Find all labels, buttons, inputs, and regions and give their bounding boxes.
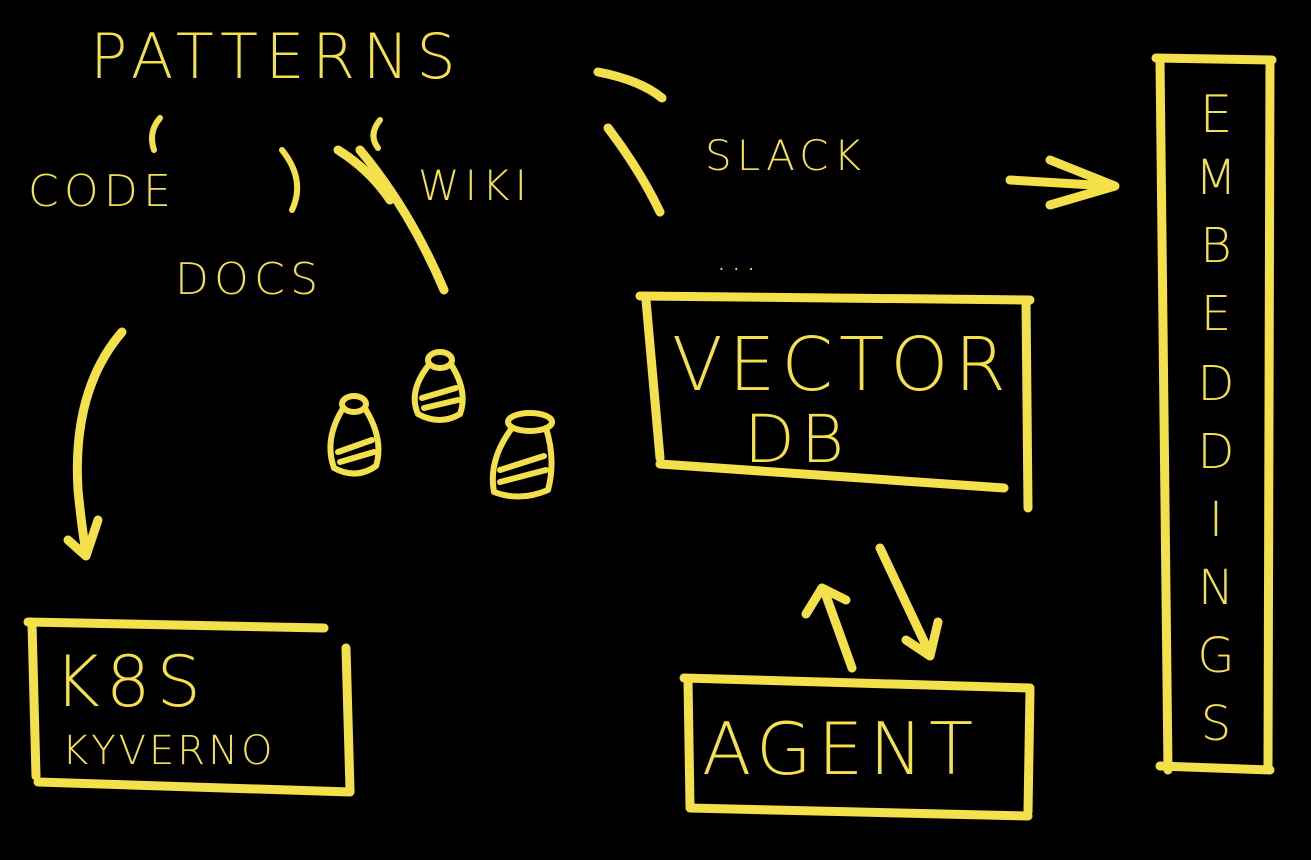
embeddings-letter-1: E xyxy=(1200,85,1233,145)
light-bulb-icon xyxy=(411,349,466,423)
embeddings-letter-7: I xyxy=(1209,492,1223,548)
slack-label: SLACK xyxy=(705,131,866,180)
embeddings-letter-4: E xyxy=(1201,286,1231,342)
light-bulb-icon xyxy=(489,410,555,500)
separator-slash-2 xyxy=(355,145,449,295)
k8s-label: K8S xyxy=(54,641,207,723)
code-label: CODE xyxy=(28,166,176,217)
light-bulb-icon xyxy=(327,393,382,477)
paren-open-code xyxy=(149,115,163,153)
arrow-to-embeddings xyxy=(1005,155,1120,210)
embeddings-box: E M B E D D I N G S xyxy=(1151,53,1277,775)
paren-close-code xyxy=(279,147,301,213)
embeddings-letter-3: B xyxy=(1200,218,1231,274)
separator-slash-1 xyxy=(333,145,395,205)
agent-box: AGENT xyxy=(679,673,1035,821)
embeddings-letter-8: N xyxy=(1198,560,1234,616)
vector-db-line2: DB xyxy=(744,401,850,478)
bidirectional-arrows xyxy=(801,543,943,673)
k8s-box: K8S KYVERNO xyxy=(23,617,355,797)
embeddings-letter-9: G xyxy=(1197,628,1234,684)
sources-group: PATTERNS CODE WIKI DOCS SLACK ... xyxy=(28,20,866,305)
light-bulbs xyxy=(327,349,555,500)
ellipsis-label: ... xyxy=(716,239,761,279)
agent-label: AGENT xyxy=(702,707,979,791)
embeddings-letter-5: D xyxy=(1198,356,1235,412)
patterns-label: PATTERNS xyxy=(90,20,463,93)
embeddings-letter-10: S xyxy=(1201,696,1231,752)
vector-db-box: VECTOR DB xyxy=(635,291,1035,513)
wiki-label: WIKI xyxy=(418,161,532,210)
docs-label: DOCS xyxy=(175,254,323,305)
vector-db-line1: VECTOR xyxy=(672,322,1012,408)
separator-slash-3 xyxy=(603,123,665,217)
embeddings-letter-2: M xyxy=(1195,150,1236,206)
paren-open-wiki xyxy=(370,117,383,151)
embeddings-letter-6: D xyxy=(1198,424,1235,480)
dash-stroke xyxy=(593,67,667,103)
arrow-to-k8s xyxy=(63,327,127,561)
kyverno-label: KYVERNO xyxy=(62,728,276,774)
